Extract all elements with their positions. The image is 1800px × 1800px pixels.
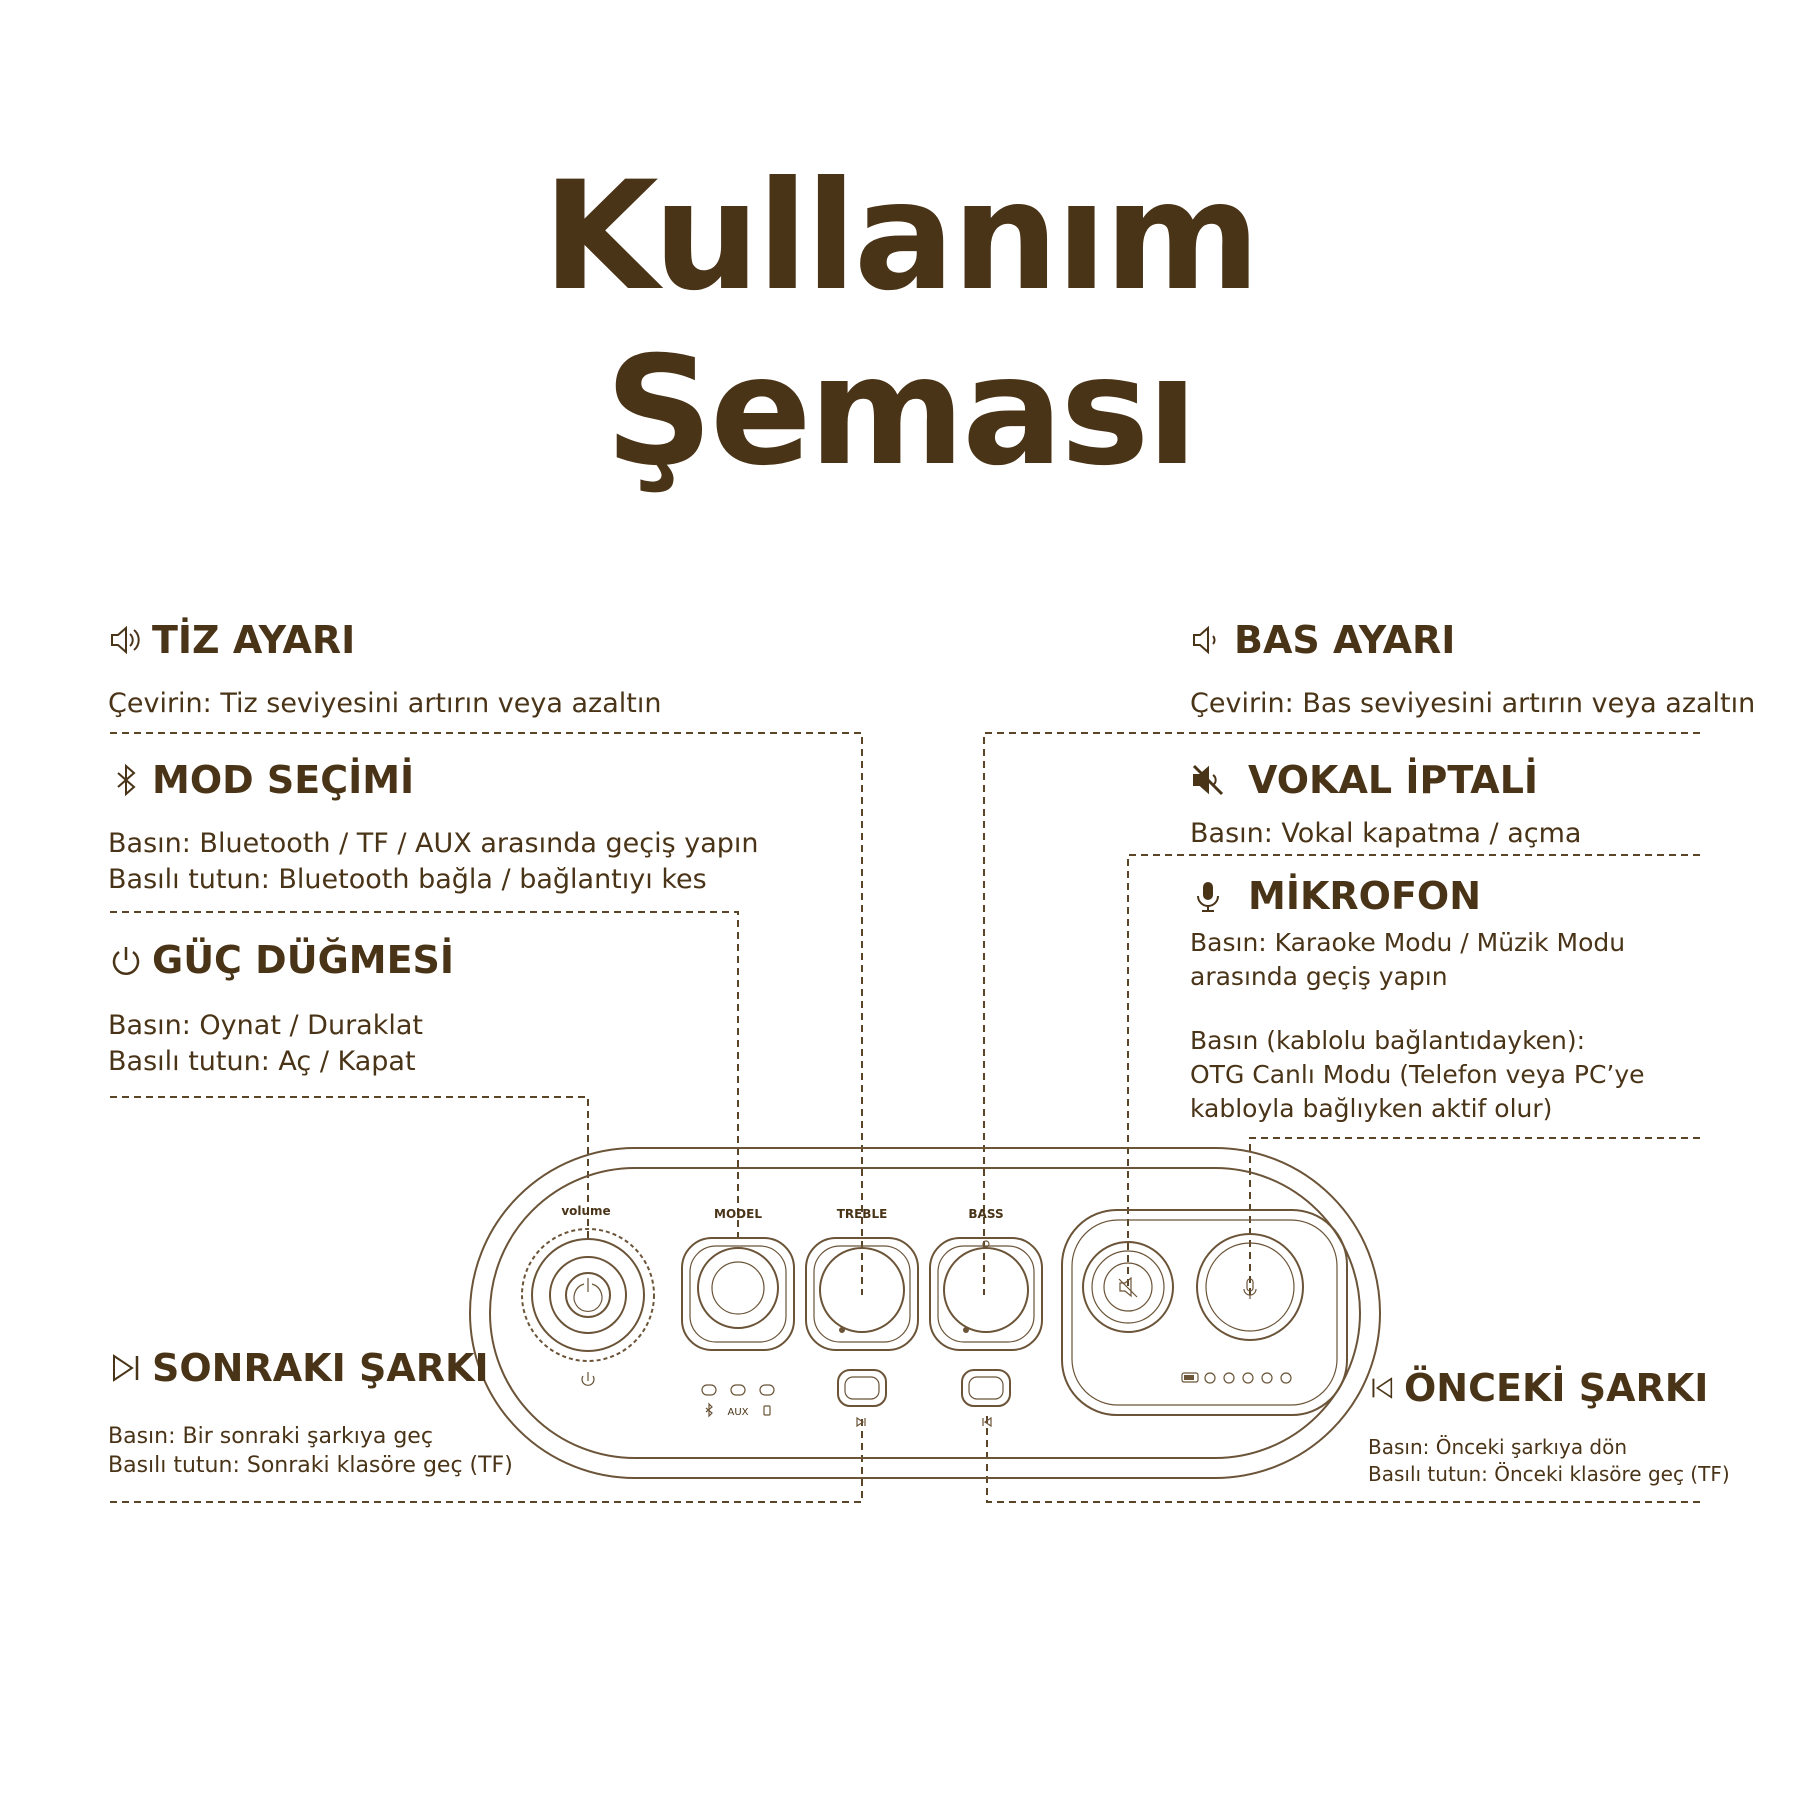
bass-section: BAS AYARI Çevirin: Bas seviyesini artırı… (1190, 612, 1756, 722)
next-heading: SONRAKI ŞARKI (108, 1340, 868, 1396)
leader-mic (1249, 1137, 1700, 1295)
device-model-label: MODEL (714, 1207, 762, 1221)
mic-line-3 (1190, 994, 1750, 1024)
power-icon (112, 947, 140, 975)
mic-line-6: kabloyla bağlıyken aktif olur) (1190, 1094, 1553, 1123)
power-title: GÜÇ DÜĞMESİ (152, 938, 455, 982)
power-line-2: Basılı tutun: Aç / Kapat (108, 1046, 416, 1077)
bass-heading: BAS AYARI (1190, 612, 1750, 668)
mic-line-5: OTG Canlı Modu (Telefon veya PC’ye (1190, 1060, 1645, 1089)
mic-knob (1196, 1233, 1304, 1341)
battery-indicator (1181, 1372, 1292, 1384)
title-line-2: Şeması (605, 325, 1198, 499)
mode-line-2: Basılı tutun: Bluetooth bağla / bağlantı… (108, 864, 707, 895)
prev-button-device (961, 1369, 1011, 1428)
speaker-high-icon (111, 625, 140, 655)
vocal-knob (1082, 1241, 1174, 1333)
title-line-1: Kullanım (542, 150, 1261, 324)
prev-line-2: Basılı tutun: Önceki klasöre geç (TF) (1368, 1462, 1730, 1486)
power-section: GÜÇ DÜĞMESİ Basın: Oynat / Duraklat Bası… (108, 932, 868, 1080)
prev-title: ÖNCEKİ ŞARKI (1404, 1366, 1709, 1410)
treble-title: TİZ AYARI (152, 618, 356, 662)
next-line-1: Basın: Bir sonraki şarkıya geç (108, 1424, 433, 1449)
treble-line-1: Çevirin: Tiz seviyesini artırın veya aza… (108, 688, 662, 719)
mic-line-2: arasında geçiş yapın (1190, 962, 1448, 991)
mic-line-4: Basın (kablolu bağlantıdayken): (1190, 1026, 1586, 1055)
vocal-heading: VOKAL İPTALİ (1190, 752, 1750, 808)
previous-track-icon (1372, 1377, 1393, 1399)
next-track-icon (113, 1354, 139, 1382)
page-title: Kullanım Şeması (0, 150, 1800, 500)
device-bass-label: BASS (968, 1207, 1003, 1221)
bass-knob (929, 1237, 1043, 1351)
next-section: SONRAKI ŞARKI Basın: Bir sonraki şarkıya… (108, 1340, 868, 1480)
mic-section: MİKROFON Basın: Karaoke Modu / Müzik Mod… (1190, 868, 1750, 1126)
prev-heading: ÖNCEKİ ŞARKI (1368, 1360, 1768, 1416)
model-knob (681, 1237, 795, 1351)
speaker-low-icon (1193, 625, 1216, 655)
power-line-1: Basın: Oynat / Duraklat (108, 1010, 423, 1041)
microphone-icon (1197, 882, 1219, 912)
leader-power (110, 1096, 589, 1240)
next-line-2: Basılı tutun: Sonraki klasöre geç (TF) (108, 1453, 513, 1478)
mode-section: MOD SEÇİMİ Basın: Bluetooth / TF / AUX a… (108, 752, 868, 898)
device-treble-label: TREBLE (837, 1207, 888, 1221)
mute-icon (1192, 764, 1224, 796)
prev-section: ÖNCEKİ ŞARKI Basın: Önceki şarkıya dön B… (1368, 1360, 1768, 1488)
power-heading: GÜÇ DÜĞMESİ (108, 932, 868, 988)
vocal-section: VOKAL İPTALİ Basın: Vokal kapatma / açma (1190, 752, 1750, 852)
bluetooth-icon (117, 763, 136, 797)
prev-line-1: Basın: Önceki şarkıya dön (1368, 1435, 1628, 1459)
mode-line-1: Basın: Bluetooth / TF / AUX arasında geç… (108, 828, 759, 859)
bass-line-1: Çevirin: Bas seviyesini artırın veya aza… (1190, 688, 1756, 719)
next-title: SONRAKI ŞARKI (152, 1346, 489, 1390)
vocal-title: VOKAL İPTALİ (1248, 758, 1539, 802)
mode-heading: MOD SEÇİMİ (108, 752, 868, 808)
treble-section: TİZ AYARI Çevirin: Tiz seviyesini artırı… (108, 612, 868, 722)
treble-knob (805, 1237, 919, 1351)
mic-title: MİKROFON (1248, 874, 1482, 918)
mic-line-1: Basın: Karaoke Modu / Müzik Modu (1190, 928, 1626, 957)
mic-heading: MİKROFON (1190, 868, 1750, 924)
device-volume-label: volume (561, 1204, 610, 1218)
vocal-line-1: Basın: Vokal kapatma / açma (1190, 818, 1582, 849)
treble-heading: TİZ AYARI (108, 612, 868, 668)
mode-title: MOD SEÇİMİ (152, 758, 415, 802)
bass-title: BAS AYARI (1234, 618, 1456, 662)
